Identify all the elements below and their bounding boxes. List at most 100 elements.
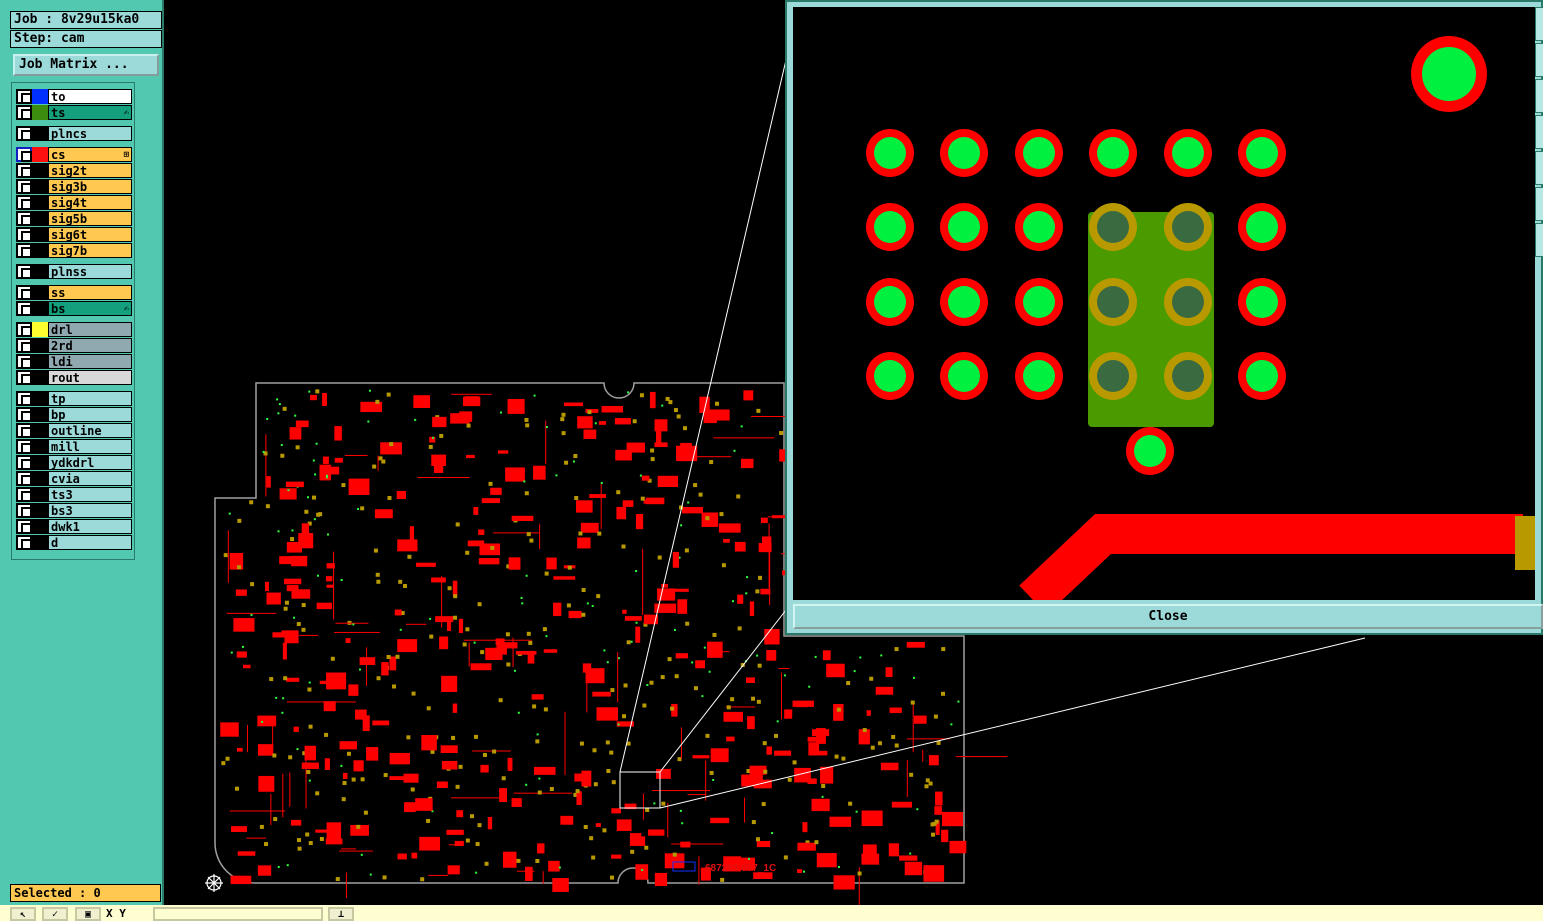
layer-row-ldi[interactable]: ldi [16, 354, 132, 369]
layer-row-d[interactable]: d [16, 535, 132, 550]
layer-checkbox[interactable] [16, 354, 32, 369]
layer-checkbox[interactable] [16, 227, 32, 242]
layer-name[interactable]: mill [48, 439, 132, 454]
layer-name[interactable]: ts✍ [48, 105, 132, 120]
layer-name[interactable]: ydkdrl [48, 455, 132, 470]
layer-checkbox[interactable] [16, 243, 32, 258]
layer-row-plnss[interactable]: plnss [16, 264, 132, 279]
layer-row-2rd[interactable]: 2rd [16, 338, 132, 353]
layer-checkbox[interactable] [16, 503, 32, 518]
layer-name[interactable]: tp [48, 391, 132, 406]
layer-checkbox[interactable] [16, 391, 32, 406]
layer-row-sig3b[interactable]: sig3b [16, 179, 132, 194]
layer-row-outline[interactable]: outline [16, 423, 132, 438]
layer-checkbox[interactable] [16, 301, 32, 316]
layer-row-plncs[interactable]: plncs [16, 126, 132, 141]
layer-checkbox[interactable] [16, 455, 32, 470]
layer-checkbox[interactable] [16, 285, 32, 300]
layer-checkbox[interactable] [16, 338, 32, 353]
layer-name[interactable]: ts3 [48, 487, 132, 502]
layer-name[interactable]: ss [48, 285, 132, 300]
close-button[interactable]: Close [793, 604, 1543, 629]
side-button[interactable] [1535, 43, 1543, 77]
layer-row-ss[interactable]: ss [16, 285, 132, 300]
layer-name[interactable]: sig3b [48, 179, 132, 194]
layer-checkbox[interactable] [16, 439, 32, 454]
layer-name[interactable]: bp [48, 407, 132, 422]
layer-row-sig2t[interactable]: sig2t [16, 163, 132, 178]
layer-checkbox[interactable] [16, 179, 32, 194]
layer-row-ts[interactable]: ts✍ [16, 105, 132, 120]
layer-name[interactable]: cs⊞ [48, 147, 132, 162]
layer-name[interactable]: sig7b [48, 243, 132, 258]
layer-checkbox[interactable] [16, 147, 32, 162]
side-button[interactable] [1535, 151, 1543, 185]
layer-checkbox[interactable] [16, 195, 32, 210]
layer-name[interactable]: 2rd [48, 338, 132, 353]
zoom-box[interactable] [619, 771, 661, 809]
action-button[interactable]: ⊥ [328, 907, 354, 921]
layer-checkbox[interactable] [16, 163, 32, 178]
layer-name[interactable]: outline [48, 423, 132, 438]
command-input[interactable] [153, 907, 323, 921]
select-icon[interactable]: ↖ [10, 907, 36, 921]
side-button[interactable] [1535, 115, 1543, 149]
layer-row-mill[interactable]: mill [16, 439, 132, 454]
layer-checkbox[interactable] [16, 535, 32, 550]
layer-name[interactable]: to [48, 89, 132, 104]
layer-checkbox[interactable] [16, 89, 32, 104]
layer-checkbox[interactable] [16, 423, 32, 438]
layer-row-sig4t[interactable]: sig4t [16, 195, 132, 210]
layer-name[interactable]: sig6t [48, 227, 132, 242]
layer-row-bs3[interactable]: bs3 [16, 503, 132, 518]
layer-checkbox[interactable] [16, 264, 32, 279]
layer-row-sig5b[interactable]: sig5b [16, 211, 132, 226]
layer-checkbox[interactable] [16, 407, 32, 422]
layer-row-bs[interactable]: bs✍ [16, 301, 132, 316]
board-feature [301, 762, 319, 770]
layer-name[interactable]: plncs [48, 126, 132, 141]
layer-checkbox[interactable] [16, 126, 32, 141]
layer-name[interactable]: plnss [48, 264, 132, 279]
zoom-view[interactable] [793, 7, 1535, 600]
job-matrix-button[interactable]: Job Matrix ... [13, 54, 159, 76]
layer-name[interactable]: bs✍ [48, 301, 132, 316]
layer-row-ydkdrl[interactable]: ydkdrl [16, 455, 132, 470]
layer-checkbox[interactable] [16, 105, 32, 120]
layer-row-ts3[interactable]: ts3 [16, 487, 132, 502]
layer-name[interactable]: bs3 [48, 503, 132, 518]
check-icon[interactable]: ✓ [42, 907, 68, 921]
window-icon[interactable]: ▣ [75, 907, 101, 921]
layer-name[interactable]: ldi [48, 354, 132, 369]
layer-row-cvia[interactable]: cvia [16, 471, 132, 486]
layer-row-dwk1[interactable]: dwk1 [16, 519, 132, 534]
layer-name[interactable]: drl [48, 322, 132, 337]
side-button[interactable] [1535, 223, 1543, 257]
layer-checkbox[interactable] [16, 322, 32, 337]
layer-row-rout[interactable]: rout [16, 370, 132, 385]
layer-name[interactable]: dwk1 [48, 519, 132, 534]
layer-checkbox[interactable] [16, 487, 32, 502]
layer-row-bp[interactable]: bp [16, 407, 132, 422]
layer-name[interactable]: sig4t [48, 195, 132, 210]
side-button[interactable] [1535, 7, 1543, 41]
layer-row-tp[interactable]: tp [16, 391, 132, 406]
layer-row-cs[interactable]: cs⊞ [16, 147, 132, 162]
layer-row-drl[interactable]: drl [16, 322, 132, 337]
layer-row-sig7b[interactable]: sig7b [16, 243, 132, 258]
layer-name[interactable]: d [48, 535, 132, 550]
side-button[interactable] [1535, 79, 1543, 113]
layer-name[interactable]: rout [48, 370, 132, 385]
layer-checkbox[interactable] [16, 519, 32, 534]
side-button[interactable] [1535, 187, 1543, 221]
layer-name[interactable]: sig2t [48, 163, 132, 178]
layer-name[interactable]: sig5b [48, 211, 132, 226]
layer-name[interactable]: cvia [48, 471, 132, 486]
layer-checkbox[interactable] [16, 370, 32, 385]
layer-checkbox[interactable] [16, 211, 32, 226]
layer-row-sig6t[interactable]: sig6t [16, 227, 132, 242]
layer-row-to[interactable]: to [16, 89, 132, 104]
layer-checkbox[interactable] [16, 471, 32, 486]
layer-label: bs3 [51, 504, 73, 518]
